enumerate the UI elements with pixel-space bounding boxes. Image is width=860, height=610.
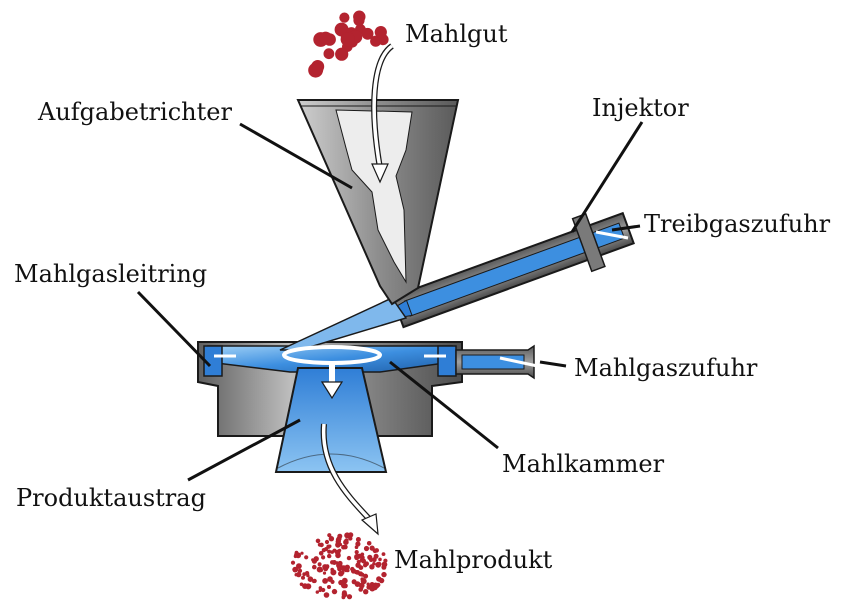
product-particle [363, 589, 368, 594]
leader-injektor [572, 122, 642, 232]
product-particle [316, 539, 321, 544]
product-particle [344, 538, 348, 542]
feed-particle [339, 13, 349, 23]
product-particle [361, 556, 365, 560]
product-particle [342, 567, 347, 572]
product-particle [325, 540, 329, 544]
product-particle [328, 545, 331, 548]
product-particle [348, 536, 352, 540]
product-particle [343, 545, 347, 549]
product-particle [363, 563, 367, 567]
feed-particle [312, 64, 323, 75]
product-particle [302, 583, 308, 589]
gas-ring-right [438, 346, 456, 376]
product-particle [383, 563, 387, 567]
label-treibgaszufuhr: Treibgaszufuhr [644, 212, 830, 236]
feed-particle [319, 32, 332, 45]
product-particle [332, 589, 337, 594]
product-particle [354, 554, 360, 560]
product-particle [355, 545, 359, 549]
product-particle [298, 569, 302, 573]
product-particle [327, 533, 331, 537]
product-particle [369, 586, 375, 592]
feed-particle [335, 48, 348, 61]
product-particle [379, 578, 384, 583]
product-particle [377, 562, 381, 566]
product-particle [295, 573, 298, 576]
product-particle [342, 578, 348, 584]
product-particle [358, 587, 363, 592]
product-particle [361, 578, 367, 584]
product-particle [327, 550, 331, 554]
product-particle [330, 569, 336, 575]
product-particle [326, 564, 330, 568]
product-particle [330, 580, 334, 584]
feed-particle [324, 48, 335, 59]
label-mahlgut: Mahlgut [405, 22, 507, 46]
product-particle [319, 589, 322, 592]
product-particle [312, 580, 315, 583]
leader-mahlgasleitring [138, 292, 210, 366]
product-particle [355, 550, 359, 554]
product-particle [347, 594, 352, 599]
product-particle [336, 537, 341, 542]
product-particle [317, 567, 323, 573]
product-particle [296, 563, 302, 569]
label-injektor: Injektor [592, 96, 689, 120]
product-particle [291, 561, 295, 565]
leader-mahlgaszufuhr [540, 362, 566, 366]
product-particle [319, 543, 324, 548]
product-particle [382, 552, 386, 556]
product-particle [294, 553, 299, 558]
product-particle [343, 593, 348, 598]
product-particle [338, 549, 341, 552]
product-particle [323, 572, 326, 575]
product-particle [314, 556, 319, 561]
product-particle [304, 555, 308, 559]
product-particle [318, 562, 322, 566]
product-particles [291, 532, 388, 599]
product-particle [356, 537, 361, 542]
product-particle [327, 554, 331, 558]
product-particle [354, 570, 358, 574]
label-aufgabetrichter: Aufgabetrichter [38, 100, 232, 124]
product-particle [367, 583, 370, 586]
product-particle [355, 563, 360, 568]
feed-particle [341, 32, 355, 46]
product-particle [363, 574, 368, 579]
label-produktaustrag: Produktaustrag [16, 486, 206, 510]
product-particle [305, 571, 309, 575]
product-particle [324, 592, 330, 598]
product-particle [369, 564, 374, 569]
product-particle [367, 541, 372, 546]
product-particle [316, 590, 319, 593]
product-particle [322, 578, 328, 584]
feed-particle [353, 15, 364, 26]
product-particle [312, 565, 317, 570]
label-mahlgasleitring: Mahlgasleitring [14, 262, 207, 286]
product-particle [378, 558, 382, 562]
product-particle [381, 572, 386, 577]
label-mahlkammer: Mahlkammer [502, 452, 664, 476]
product-particle [321, 555, 325, 559]
product-particle [341, 583, 347, 589]
product-particle [364, 546, 369, 551]
product-particle [338, 561, 343, 566]
product-particle [301, 576, 305, 580]
product-particle [352, 579, 357, 584]
product-particle [374, 548, 379, 553]
label-mahlgaszufuhr: Mahlgaszufuhr [574, 356, 757, 380]
feed-particle [375, 26, 387, 38]
product-particle [319, 551, 324, 556]
product-particle [350, 567, 354, 571]
product-particle [374, 554, 379, 559]
product-particle [347, 556, 351, 560]
product-particle [339, 543, 342, 546]
product-particle [327, 585, 331, 589]
label-mahlprodukt: Mahlprodukt [394, 548, 552, 572]
